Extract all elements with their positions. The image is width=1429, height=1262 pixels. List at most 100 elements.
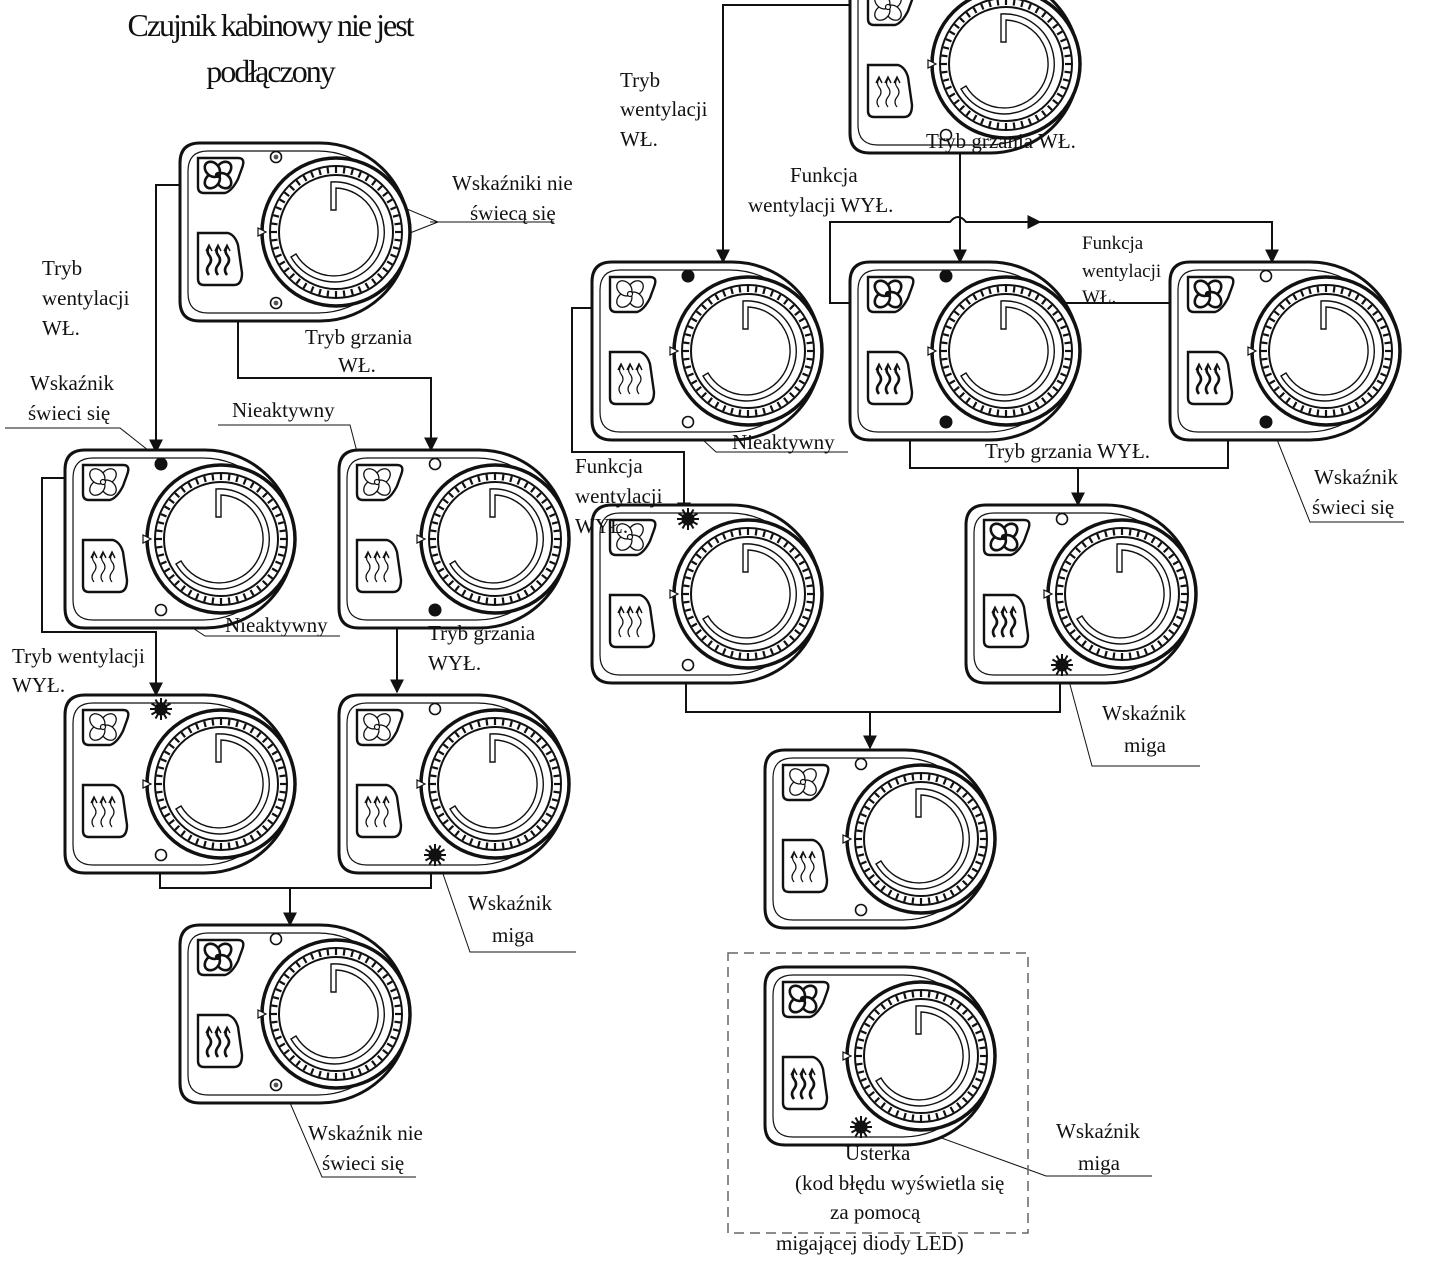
heat-button[interactable] <box>196 231 244 287</box>
heat-button[interactable] <box>781 838 829 894</box>
temperature-knob-icon[interactable] <box>842 980 997 1132</box>
control-panel-right-heat-vent <box>848 260 1082 442</box>
fan-button[interactable] <box>866 0 914 27</box>
leader-indicator-lit-left <box>5 427 159 459</box>
fan-icon <box>989 522 1019 552</box>
led-not-connected-icon <box>269 296 283 310</box>
led-lit-icon <box>939 415 953 429</box>
heat-button[interactable] <box>355 538 403 594</box>
led-not-connected-icon <box>269 150 283 164</box>
heat-button[interactable] <box>866 63 914 119</box>
leader-blinks-left <box>431 841 576 953</box>
heat-waves-icon <box>364 550 390 583</box>
fan-icon <box>203 942 233 972</box>
fault-line-1: Usterka <box>845 1141 911 1165</box>
fan-icon <box>789 768 817 796</box>
led-off-icon <box>681 415 695 429</box>
temperature-knob-icon[interactable] <box>927 0 1082 140</box>
fan-button[interactable] <box>982 518 1031 557</box>
heat-button[interactable] <box>608 350 656 406</box>
fan-button[interactable] <box>81 463 130 502</box>
vent-on-right-1: Tryb <box>620 68 660 92</box>
heat-waves-icon <box>205 243 231 276</box>
fan-button[interactable] <box>196 938 245 977</box>
heat-waves-icon <box>90 550 116 583</box>
heat-on-left-1: Tryb grzania <box>305 325 413 349</box>
led-blinking-icon <box>1051 654 1073 676</box>
heat-button[interactable] <box>1186 350 1234 406</box>
fault-line-4: migającej diody LED) <box>776 1231 964 1255</box>
vent-func-off-mid-2: wentylacji <box>575 484 663 508</box>
fan-button[interactable] <box>781 763 830 802</box>
heat-waves-icon <box>205 1025 231 1058</box>
heat-button[interactable] <box>355 783 403 839</box>
vent-on-left-2: wentylacji <box>42 286 130 310</box>
blinks-left-1: Wskaźnik <box>468 891 552 915</box>
temperature-knob-icon[interactable] <box>416 708 571 860</box>
fan-button[interactable] <box>355 708 404 747</box>
heat-button[interactable] <box>81 783 129 839</box>
fan-icon <box>89 713 117 741</box>
control-panel-left-heat-on <box>337 448 571 630</box>
vent-func-on-right-3: WŁ. <box>1082 287 1116 308</box>
led-lit-icon <box>154 457 168 471</box>
led-lit-icon <box>428 603 442 617</box>
fan-button[interactable] <box>866 275 915 314</box>
vent-on-left-3: WŁ. <box>42 316 80 340</box>
control-panel-left-vent-blink <box>63 693 297 875</box>
indicator-lit-right-2: świeci się <box>1312 495 1394 519</box>
temperature-knob-icon[interactable] <box>257 156 412 308</box>
vent-on-right-3: WŁ. <box>620 127 658 151</box>
control-panel-left-heat-blink <box>337 693 571 875</box>
led-off-icon <box>939 128 953 142</box>
heat-button[interactable] <box>81 538 129 594</box>
vent-off-left-2: WYŁ. <box>12 673 65 697</box>
led-off-icon <box>1259 269 1273 283</box>
indicators-off-label-1: Wskaźniki nie <box>452 171 573 195</box>
fan-button[interactable] <box>1186 275 1235 314</box>
vent-func-off-mid-3: WYŁ. <box>575 514 628 538</box>
arrow-vent-off-left <box>41 477 163 697</box>
indicator-off-left-2: świeci się <box>322 1151 404 1175</box>
control-panel-right-bottom <box>763 748 997 930</box>
heat-button[interactable] <box>982 593 1030 649</box>
temperature-knob-icon[interactable] <box>142 708 297 860</box>
temperature-knob-icon[interactable] <box>1043 518 1198 670</box>
temperature-knob-icon[interactable] <box>257 938 412 1090</box>
fan-button[interactable] <box>781 980 830 1019</box>
fan-button[interactable] <box>81 708 130 747</box>
led-blinking-icon <box>677 508 699 530</box>
heat-waves-icon <box>991 605 1017 638</box>
temperature-knob-icon[interactable] <box>669 275 824 427</box>
fan-icon <box>788 984 818 1014</box>
arrow-to-heat-only <box>1040 221 1279 264</box>
heat-button[interactable] <box>196 1013 244 1069</box>
heat-button[interactable] <box>608 593 656 649</box>
led-blinking-icon <box>150 698 172 720</box>
fan-button[interactable] <box>196 156 245 195</box>
heat-button[interactable] <box>866 350 914 406</box>
title-line-2: podłączony <box>206 53 336 89</box>
led-off-icon <box>154 848 168 862</box>
heat-waves-icon <box>875 362 901 395</box>
control-panel-right-heat-only <box>1168 260 1402 442</box>
temperature-knob-icon[interactable] <box>416 463 571 615</box>
inactive-mid-left: Nieaktywny <box>225 613 328 637</box>
fan-button[interactable] <box>608 275 657 314</box>
heat-button[interactable] <box>781 1055 829 1111</box>
temperature-knob-icon[interactable] <box>927 275 1082 427</box>
heat-waves-icon <box>1195 362 1221 395</box>
vent-func-off-top-2: wentylacji WYŁ. <box>748 193 893 217</box>
temperature-knob-icon[interactable] <box>142 463 297 615</box>
vent-off-left-1: Tryb wentylacji <box>12 644 145 668</box>
control-panel-right-top <box>848 0 1082 155</box>
vent-on-right-2: wentylacji <box>620 97 708 121</box>
temperature-knob-icon[interactable] <box>842 763 997 915</box>
fan-button[interactable] <box>355 463 404 502</box>
temperature-knob-icon[interactable] <box>1247 275 1402 427</box>
fan-icon <box>363 468 391 496</box>
temperature-knob-icon[interactable] <box>669 518 824 670</box>
led-off-icon <box>854 757 868 771</box>
fan-button[interactable] <box>608 518 657 557</box>
